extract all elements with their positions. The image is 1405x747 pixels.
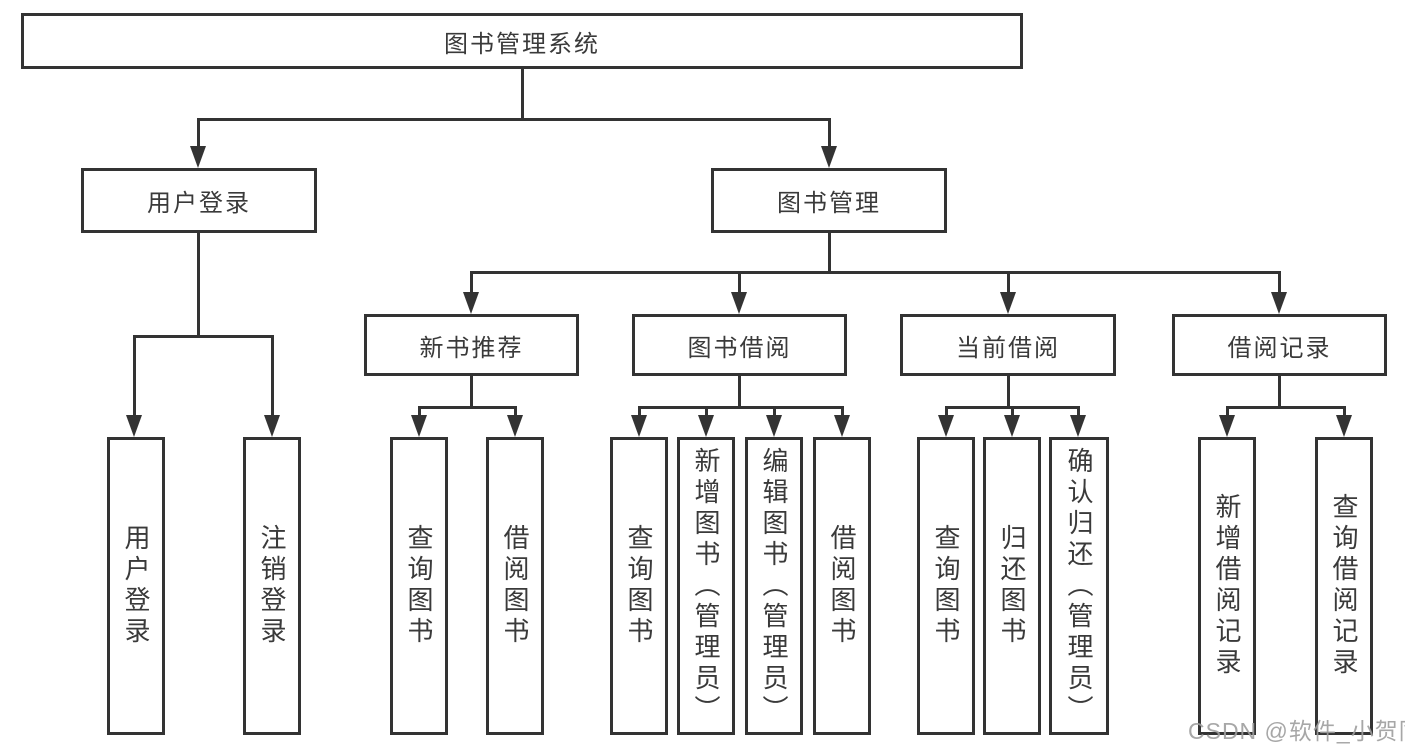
connector-line — [1226, 406, 1345, 409]
connector-line — [1011, 406, 1014, 421]
node-book-management: 图书管理 — [711, 168, 947, 233]
node-book-borrowing: 图书借阅 — [632, 314, 847, 376]
leaf-query-borrow-record: 查询借阅记录 — [1315, 437, 1373, 735]
node-label: 图书管理系统 — [444, 30, 600, 58]
node-label: 借阅图书 — [500, 524, 530, 648]
leaf-add-books-admin: 新增图书（管理员） — [677, 437, 735, 735]
leaf-borrow-books-1: 借阅图书 — [486, 437, 544, 735]
connector-line — [945, 406, 948, 421]
connector-line — [133, 335, 136, 421]
leaf-query-books-3: 查询图书 — [917, 437, 975, 735]
connector-line — [133, 335, 273, 338]
connector-line — [470, 271, 473, 298]
node-label: 注销登录 — [257, 524, 287, 648]
node-borrowing-records: 借阅记录 — [1172, 314, 1387, 376]
connector-line — [841, 406, 844, 421]
node-label: 归还图书 — [997, 524, 1027, 648]
node-current-borrowing: 当前借阅 — [900, 314, 1116, 376]
arrowhead-icon — [631, 415, 647, 437]
node-label: 新书推荐 — [419, 334, 524, 362]
arrowhead-icon — [731, 292, 747, 314]
node-label: 用户登录 — [147, 190, 251, 217]
node-label: 查询图书 — [404, 524, 434, 648]
connector-line — [1226, 406, 1229, 421]
arrowhead-icon — [938, 415, 954, 437]
connector-line — [470, 376, 473, 408]
connector-line — [1007, 271, 1010, 298]
node-label: 查询借阅记录 — [1329, 493, 1359, 679]
arrowhead-icon — [1219, 415, 1235, 437]
node-label: 查询图书 — [624, 524, 654, 648]
connector-line — [1343, 406, 1346, 421]
node-label: 图书管理 — [777, 190, 881, 217]
arrowhead-icon — [126, 415, 142, 437]
node-label: 新增图书（管理员） — [691, 446, 721, 726]
arrowhead-icon — [411, 415, 427, 437]
connector-line — [638, 406, 843, 409]
connector-line — [638, 406, 641, 421]
connector-line — [418, 406, 516, 409]
arrowhead-icon — [821, 146, 837, 168]
node-label: 借阅图书 — [827, 524, 857, 648]
node-label: 编辑图书（管理员） — [759, 446, 789, 726]
leaf-user-login: 用户登录 — [107, 437, 165, 735]
node-library-management-system: 图书管理系统 — [21, 13, 1023, 69]
connector-line — [1007, 376, 1010, 408]
connector-line — [1077, 406, 1080, 421]
node-label: 借阅记录 — [1227, 334, 1332, 362]
connector-line — [738, 271, 741, 298]
connector-line — [271, 335, 274, 421]
leaf-query-books-1: 查询图书 — [390, 437, 448, 735]
leaf-confirm-return-admin: 确认归还（管理员） — [1049, 437, 1109, 735]
connector-line — [1278, 376, 1281, 408]
node-label: 用户登录 — [121, 524, 151, 648]
node-label: 当前借阅 — [956, 334, 1060, 362]
connector-line — [521, 67, 524, 120]
leaf-edit-books-admin: 编辑图书（管理员） — [745, 437, 803, 735]
connector-line — [828, 233, 831, 273]
arrowhead-icon — [698, 415, 714, 437]
connector-line — [705, 406, 708, 421]
arrowhead-icon — [264, 415, 280, 437]
arrowhead-icon — [766, 415, 782, 437]
leaf-borrow-books-2: 借阅图书 — [813, 437, 871, 735]
arrowhead-icon — [1000, 292, 1016, 314]
node-new-book-recommendation: 新书推荐 — [364, 314, 579, 376]
arrowhead-icon — [1070, 415, 1086, 437]
arrowhead-icon — [834, 415, 850, 437]
connector-line — [1278, 271, 1281, 298]
arrowhead-icon — [1336, 415, 1352, 437]
arrowhead-icon — [463, 292, 479, 314]
node-label: 查询图书 — [931, 524, 961, 648]
leaf-logout: 注销登录 — [243, 437, 301, 735]
connector-line — [197, 118, 200, 152]
node-label: 图书借阅 — [687, 334, 792, 362]
connector-line — [738, 376, 741, 408]
arrowhead-icon — [1004, 415, 1020, 437]
node-label: 确认归还（管理员） — [1064, 446, 1094, 726]
connector-line — [197, 233, 200, 337]
arrowhead-icon — [190, 146, 206, 168]
connector-line — [470, 271, 1281, 274]
connector-line — [773, 406, 776, 421]
node-label: 新增借阅记录 — [1212, 493, 1242, 679]
node-user-login: 用户登录 — [81, 168, 317, 233]
leaf-return-books: 归还图书 — [983, 437, 1041, 735]
leaf-query-books-2: 查询图书 — [610, 437, 668, 735]
connector-line — [828, 118, 831, 152]
leaf-add-borrow-record: 新增借阅记录 — [1198, 437, 1256, 735]
connector-line — [514, 406, 517, 421]
arrowhead-icon — [1271, 292, 1287, 314]
connector-line — [418, 406, 421, 421]
connector-line — [197, 118, 830, 121]
arrowhead-icon — [507, 415, 523, 437]
